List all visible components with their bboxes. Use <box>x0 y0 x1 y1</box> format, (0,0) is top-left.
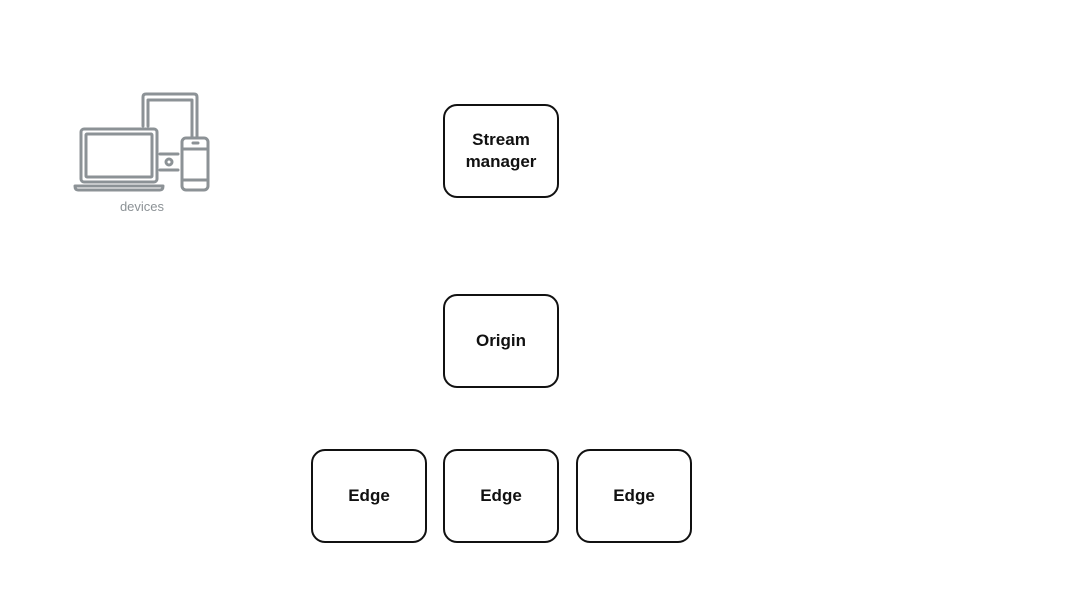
edge-node: Edge <box>311 449 427 543</box>
edge-label: Edge <box>480 486 522 505</box>
origin-node: Origin <box>443 294 559 388</box>
devices-group: devices <box>72 92 212 217</box>
stream-manager-node: Stream manager <box>443 104 559 198</box>
edge-node: Edge <box>576 449 692 543</box>
origin-label: Origin <box>475 331 527 350</box>
stream-manager-label: Stream manager <box>465 130 537 171</box>
edge-label: Edge <box>613 486 655 505</box>
devices-icon <box>73 92 210 192</box>
devices-label: devices <box>119 199 165 214</box>
edge-label: Edge <box>348 486 390 505</box>
edge-node: Edge <box>443 449 559 543</box>
